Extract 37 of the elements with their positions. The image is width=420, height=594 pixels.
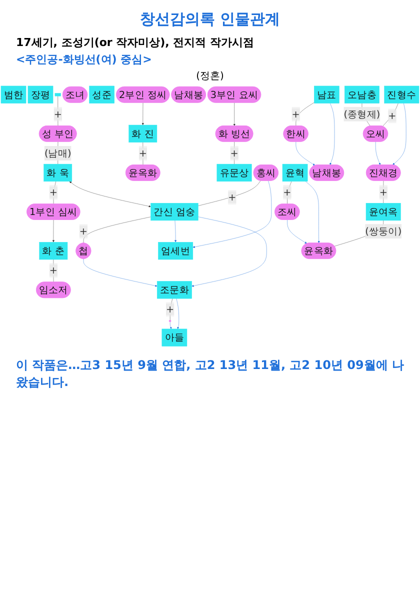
edge-label: (쌍둥이) bbox=[365, 226, 402, 237]
edge-label: + bbox=[138, 148, 147, 159]
edge-label: + bbox=[388, 110, 396, 122]
node-box: 장평 bbox=[28, 86, 54, 104]
node-box: 아들 bbox=[162, 328, 188, 346]
edge-label: (남매) bbox=[44, 148, 72, 159]
node-box bbox=[54, 93, 61, 96]
edge-label: + bbox=[292, 108, 300, 120]
node-box: 화 욱 bbox=[44, 164, 72, 182]
node-box: 진형수 bbox=[384, 86, 420, 104]
node-box: 엄세번 bbox=[158, 242, 194, 260]
edge-label: (종형제) bbox=[344, 108, 380, 120]
edge-label: + bbox=[228, 192, 236, 203]
subtitle: 17세기, 조성기(or 작자미상), 전지적 작가시점 bbox=[16, 35, 256, 50]
edge-label: + bbox=[230, 148, 238, 159]
edge-label: + bbox=[49, 264, 58, 276]
node-box: 오남충 bbox=[344, 86, 380, 104]
edge-label: + bbox=[283, 186, 292, 198]
edge-label: + bbox=[79, 226, 88, 237]
node-box: 유문상 bbox=[216, 164, 252, 182]
node-box: 조문화 bbox=[156, 281, 192, 299]
note: (정혼) bbox=[195, 70, 225, 83]
edge-label: + bbox=[379, 186, 388, 198]
edge-label: + bbox=[166, 304, 174, 315]
node-box: 남표 bbox=[314, 86, 340, 104]
node-box: 간신 엄숭 bbox=[150, 203, 198, 221]
node-box: 윤여옥 bbox=[366, 203, 401, 221]
node-box: 성준 bbox=[89, 86, 114, 104]
node-box: 범한 bbox=[0, 86, 26, 104]
focus-note: <주인공-화빙선(여) 중심> bbox=[16, 52, 153, 67]
edge-label: + bbox=[49, 186, 58, 198]
caption: 이 작품은…고3 15년 9월 연합, 고2 13년 11월, 고2 10년 09월에 나왔습니다. bbox=[16, 357, 404, 392]
title: 창선감의록 인물관계 bbox=[138, 10, 282, 29]
node-box: 화 춘 bbox=[39, 242, 68, 260]
node-box: 화 진 bbox=[128, 124, 158, 142]
edge-label: + bbox=[54, 108, 62, 120]
node-box: 윤혁 bbox=[282, 164, 308, 182]
